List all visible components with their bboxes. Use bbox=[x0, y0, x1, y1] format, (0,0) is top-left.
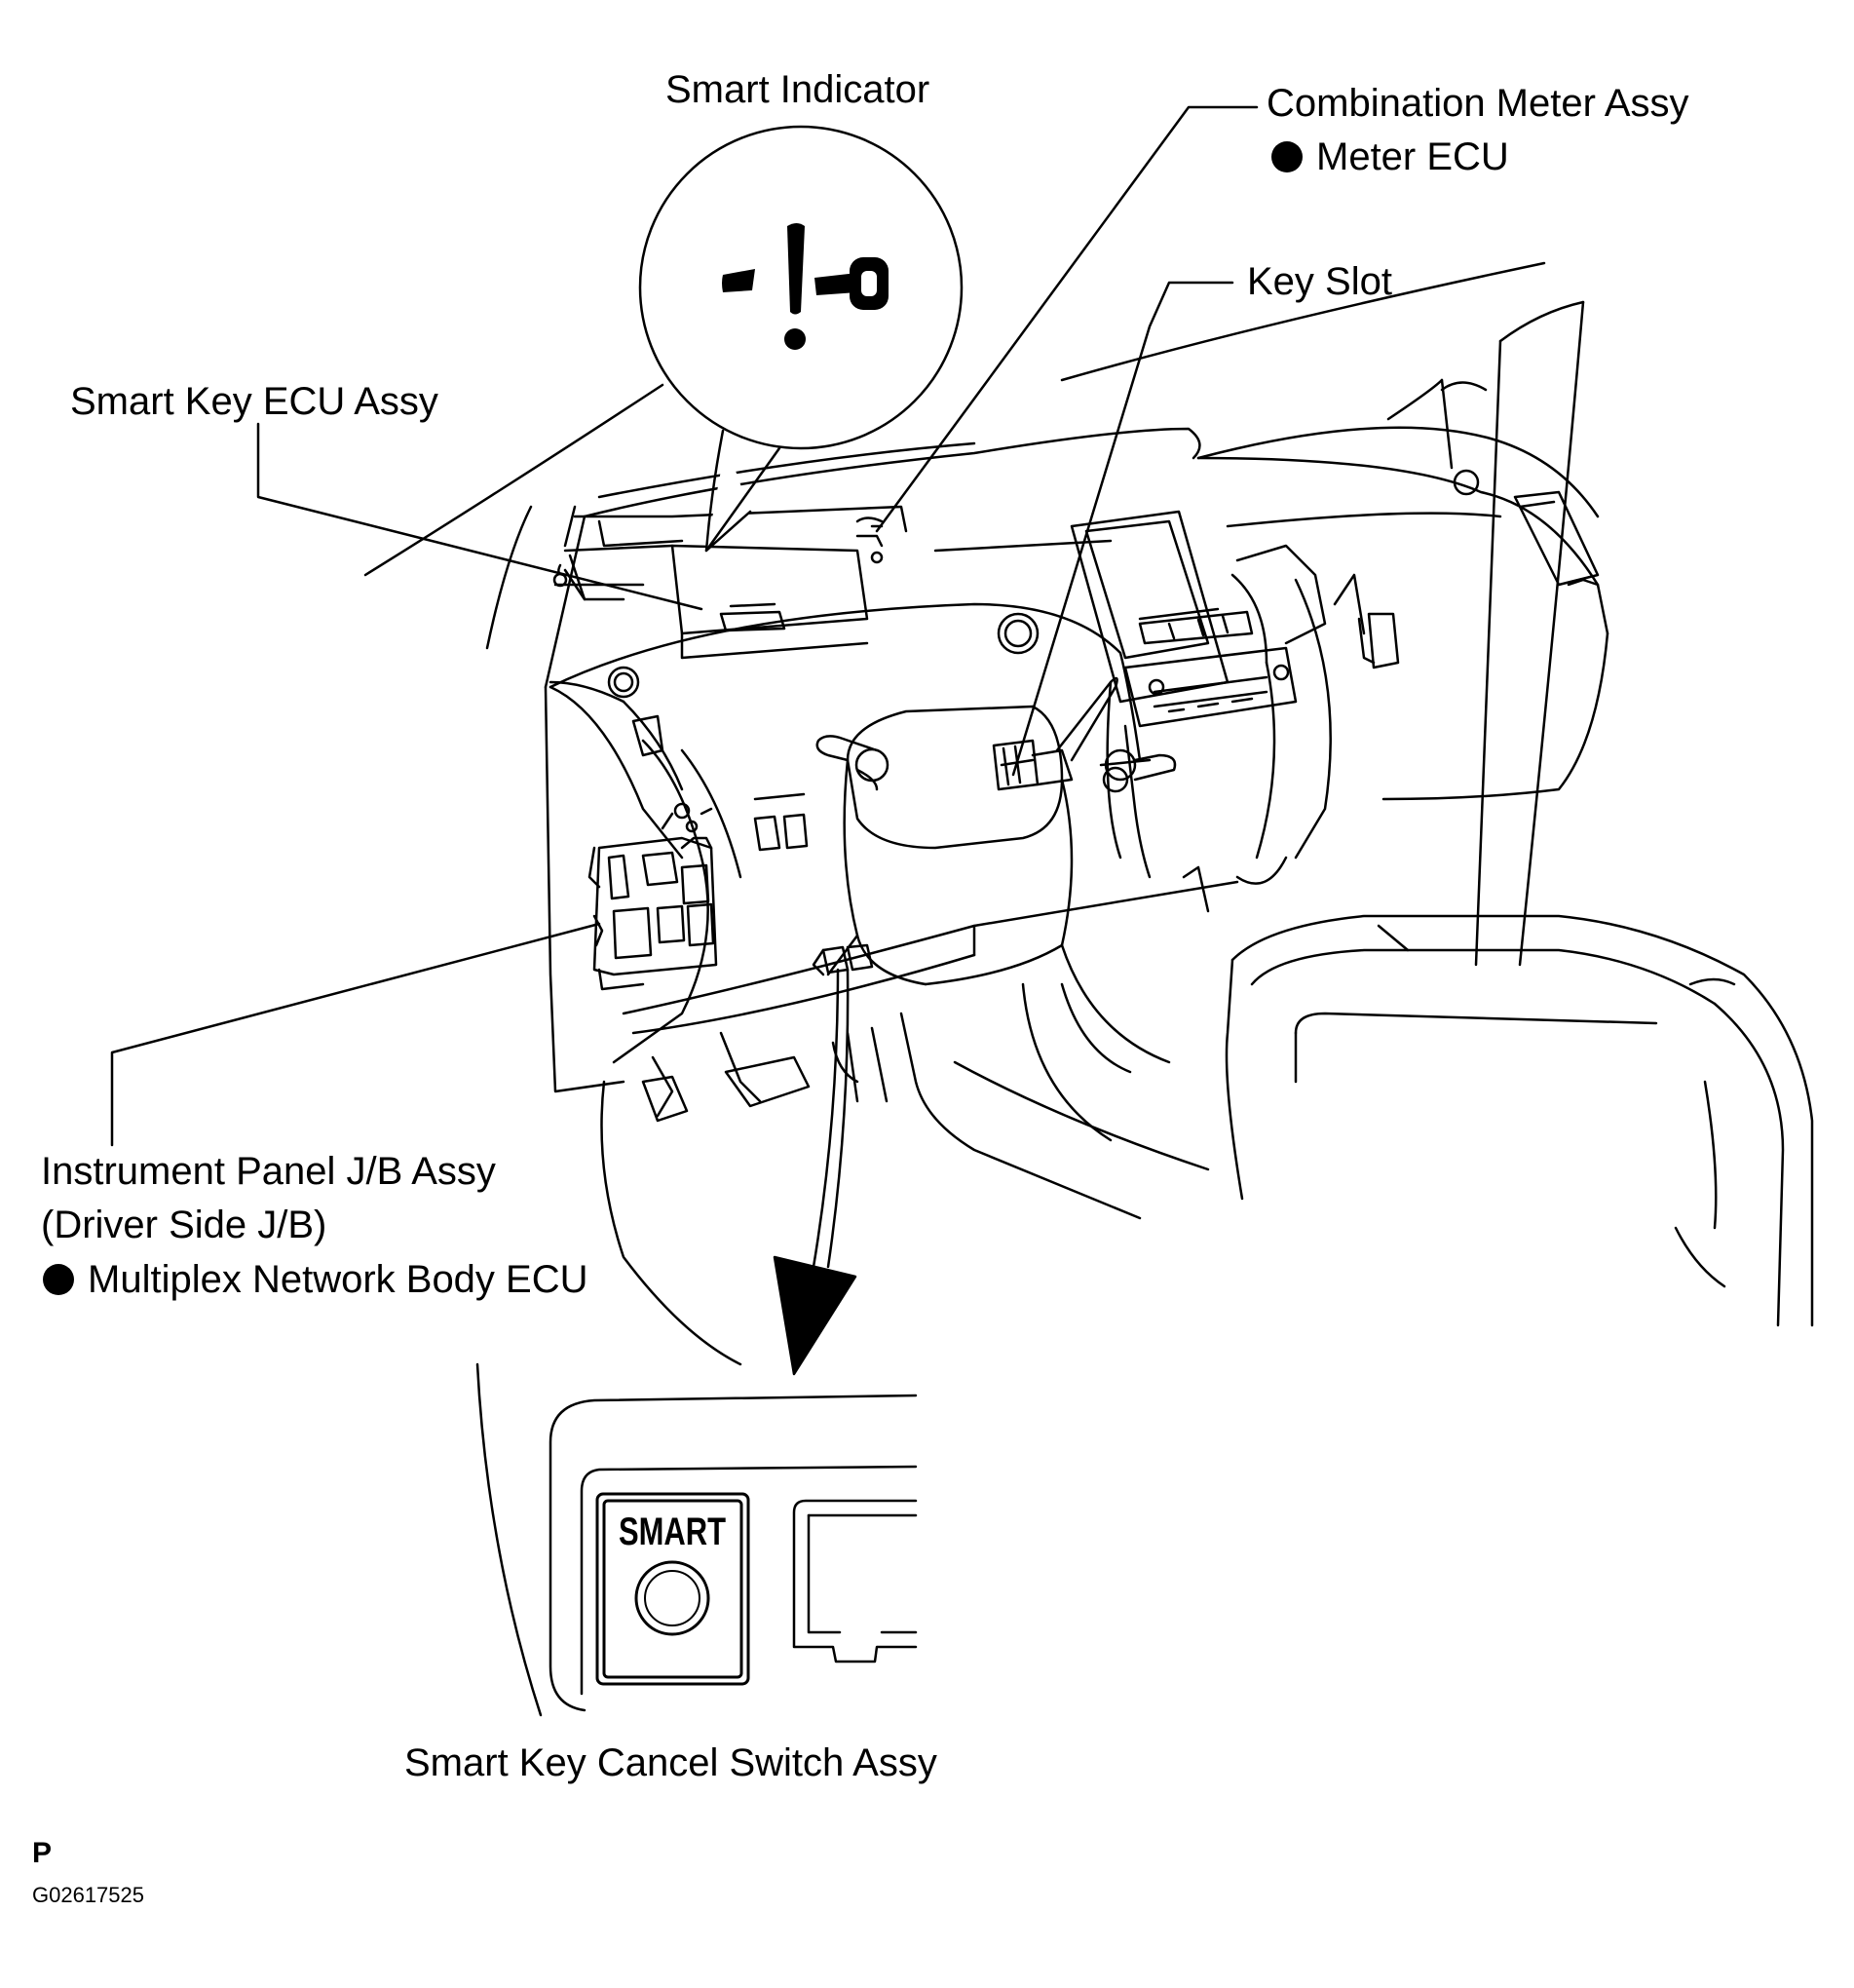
left-side-panel bbox=[544, 680, 742, 1093]
footer-letter: P bbox=[32, 1837, 53, 1869]
label-instrument-panel-jb: Instrument Panel J/B Assy bbox=[41, 1150, 496, 1193]
smart-switch-face bbox=[602, 1499, 743, 1679]
windshield-lines bbox=[363, 261, 1585, 967]
label-multiplex-ecu: Multiplex Network Body ECU bbox=[43, 1256, 588, 1303]
center-stack bbox=[1070, 510, 1400, 879]
smart-indicator-icon bbox=[722, 223, 889, 350]
smart-switch-bezel bbox=[595, 1492, 750, 1686]
driver-seat bbox=[1225, 914, 1814, 1327]
smart-switch-button bbox=[634, 1560, 710, 1636]
multiplex-ecu-text: Multiplex Network Body ECU bbox=[88, 1258, 588, 1301]
smart-switch-caption: SMART bbox=[619, 1510, 726, 1553]
label-cancel-switch: Smart Key Cancel Switch Assy bbox=[404, 1741, 937, 1784]
label-combination-meter: Combination Meter Assy bbox=[1267, 82, 1689, 125]
label-driver-side-jb: (Driver Side J/B) bbox=[41, 1204, 327, 1246]
cancel-switch-detail bbox=[475, 1362, 918, 1717]
meter-ecu-text: Meter ECU bbox=[1316, 135, 1509, 178]
smart-key-ecu-drawing bbox=[552, 505, 908, 660]
lower-dash-and-pedals bbox=[600, 865, 1239, 1366]
label-meter-ecu: Meter ECU bbox=[1271, 134, 1509, 180]
label-key-slot: Key Slot bbox=[1247, 260, 1392, 303]
label-smart-indicator: Smart Indicator bbox=[665, 68, 930, 111]
steering-column bbox=[549, 602, 1177, 986]
footer-code: G02617525 bbox=[32, 1883, 144, 1907]
leader-lines bbox=[110, 105, 1259, 1147]
label-smart-key-ecu: Smart Key ECU Assy bbox=[70, 380, 438, 423]
dashboard-upper bbox=[544, 381, 1609, 885]
zoom-arrow bbox=[773, 968, 857, 1376]
